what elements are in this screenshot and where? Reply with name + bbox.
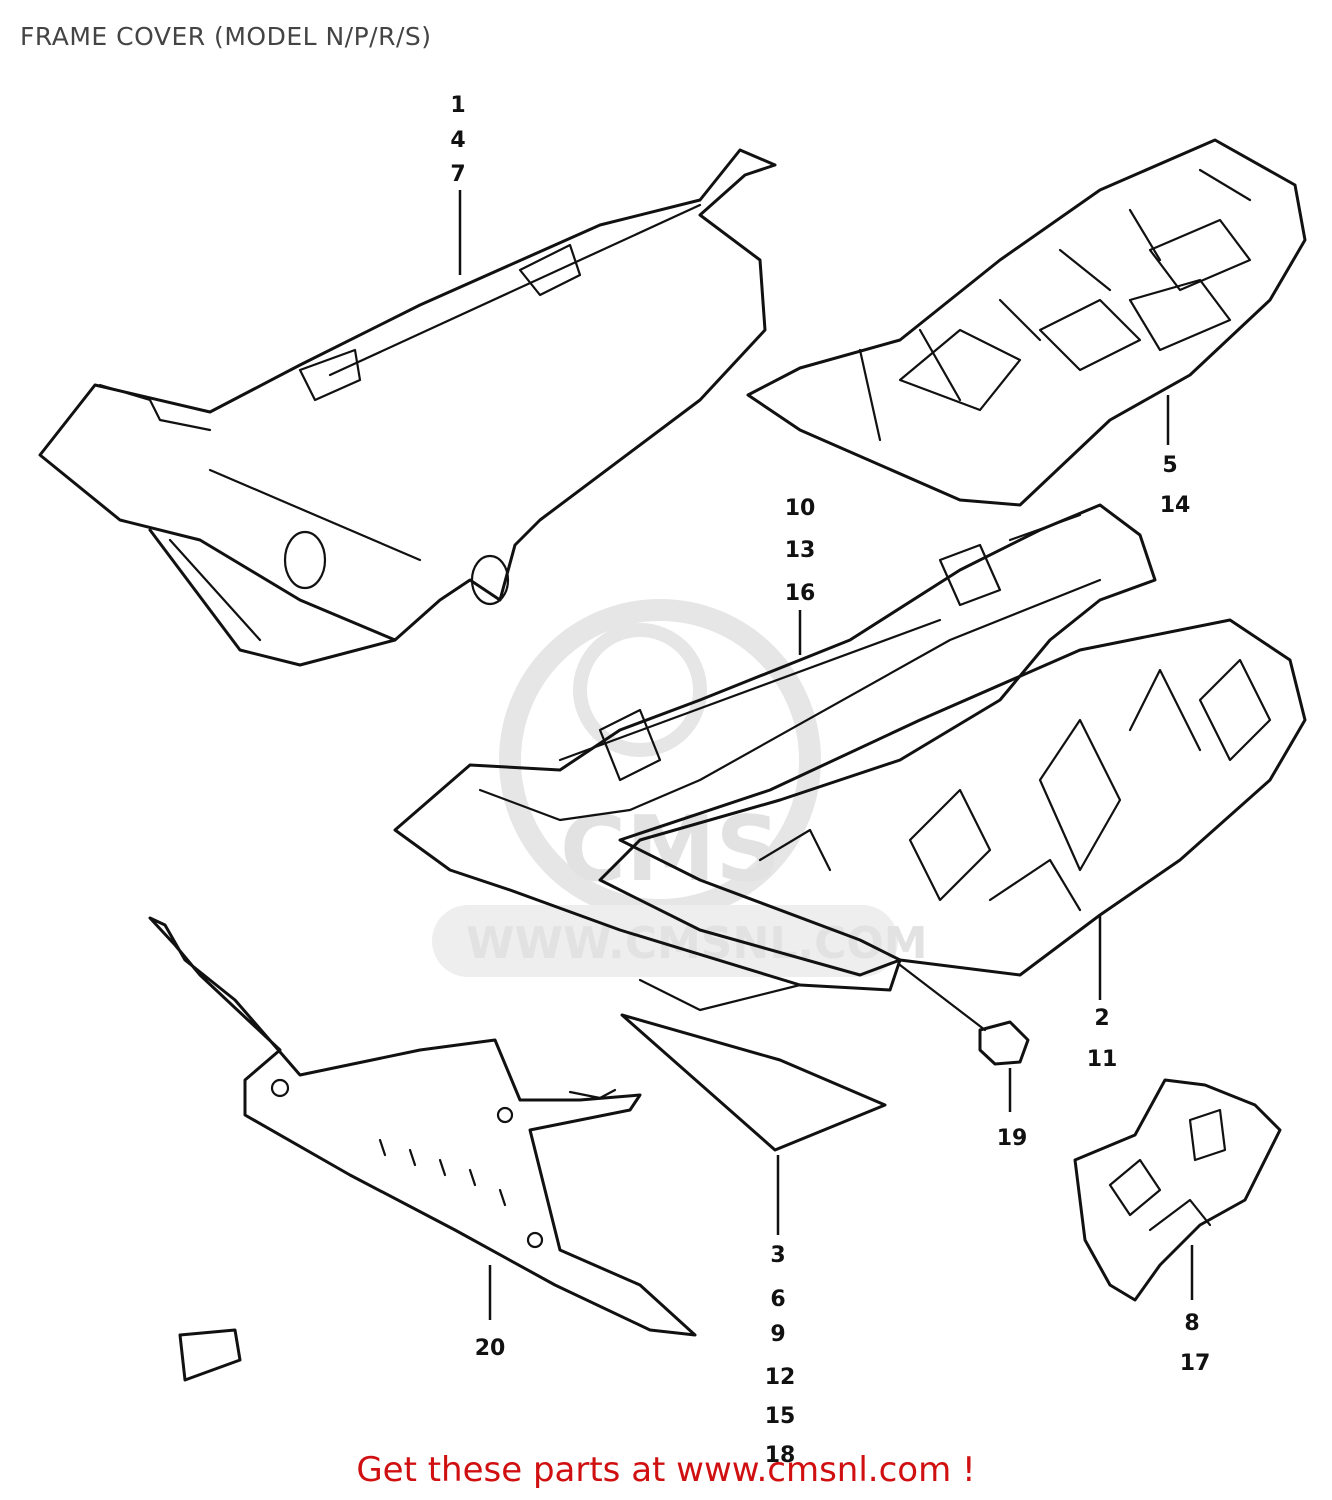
callout-label: 5 [1162,453,1177,478]
callout-label: 7 [450,162,465,187]
emblem-triangle [620,978,887,1152]
callout-8-17: 8 17 [1180,1311,1211,1376]
frame-cover-left-upper [38,148,777,667]
emblem-small [1073,1078,1282,1302]
callout-label: 11 [1087,1047,1118,1072]
callout-5-14: 5 14 [1160,453,1191,518]
callout-20: 20 [475,1336,506,1361]
page-title: FRAME COVER (MODEL N/P/R/S) [20,22,432,51]
callout-label: 4 [450,128,465,153]
callout-1-4-7: 1 4 7 [450,93,465,187]
callout-label: 19 [997,1126,1028,1151]
callout-label: 6 [770,1287,785,1312]
callout-3-6-9-12-15-18: 3 6 9 12 15 18 [765,1243,796,1468]
clip-small [178,1328,242,1382]
decal-side [618,618,1307,977]
watermark-mascot-icon [573,623,707,757]
callout-label: 14 [1160,493,1191,518]
watermark-pill [432,905,898,977]
footer-link-text[interactable]: Get these parts at www.cmsnl.com ! [356,1450,976,1490]
callout-label: 1 [450,93,465,118]
callout-label: 17 [1180,1351,1211,1376]
watermark-url: WWW.CMSNL.COM [466,918,928,969]
callout-label: 20 [475,1336,506,1361]
watermark: CMS WWW.CMSNL.COM [432,599,928,977]
screw-19 [898,963,1030,1066]
callout-label: 2 [1094,1006,1109,1031]
callout-label: 9 [770,1322,785,1347]
callout-10-13-16: 10 13 16 [785,496,816,606]
callout-label: 10 [785,496,816,521]
decal-upper [746,138,1307,507]
callout-label: 12 [765,1365,796,1390]
callout-label: 16 [785,581,816,606]
watermark-brand: CMS [560,797,780,902]
callout-label: 15 [765,1404,796,1429]
callout-19: 19 [997,1126,1028,1151]
callout-2-11: 2 11 [1087,1006,1118,1072]
callout-label: 3 [770,1243,785,1268]
callout-label: 8 [1184,1311,1199,1336]
callout-label: 13 [785,538,816,563]
frame-cover-right [393,503,1157,992]
bracket-20 [148,916,697,1382]
callout-label: 18 [765,1443,796,1468]
